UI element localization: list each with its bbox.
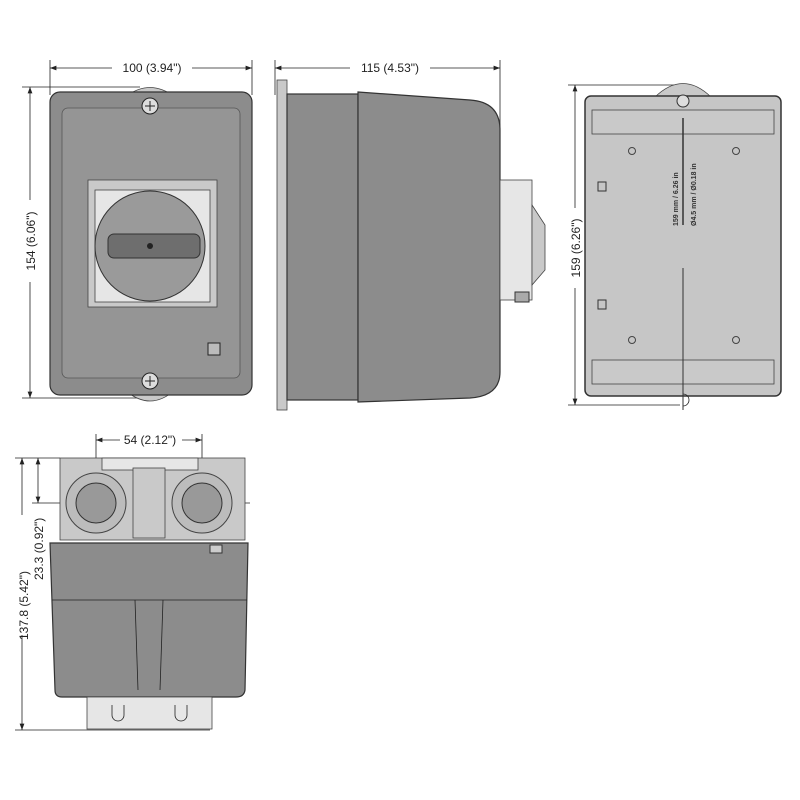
front-width-label: 100 (3.94"): [123, 61, 182, 75]
bottom-view: 54 (2.12") 137.8 (5.42") 23.3 (0.92"): [14, 432, 250, 731]
mounting-text-2: Ø4.5 mm / Ø0.18 in: [691, 163, 698, 226]
offset-label: 23.3 (0.92"): [32, 518, 46, 580]
front-height-label: 154 (6.06"): [24, 212, 38, 271]
back-height-label: 159 (6.26"): [569, 219, 583, 278]
side-depth-label: 115 (4.53"): [361, 61, 419, 75]
bottom-spacing-label: 54 (2.12"): [124, 433, 176, 447]
side-view: 115 (4.53"): [274, 60, 546, 411]
bottom-depth-label: 137.8 (5.42"): [17, 571, 31, 640]
back-view: 159 (6.26") 159 mm / 6.26 in Ø4.5 mm / Ø…: [567, 83, 782, 410]
front-view: 100 (3.94") 154 (6.06"): [22, 60, 253, 402]
mounting-text-1: 159 mm / 6.26 in: [673, 172, 680, 226]
